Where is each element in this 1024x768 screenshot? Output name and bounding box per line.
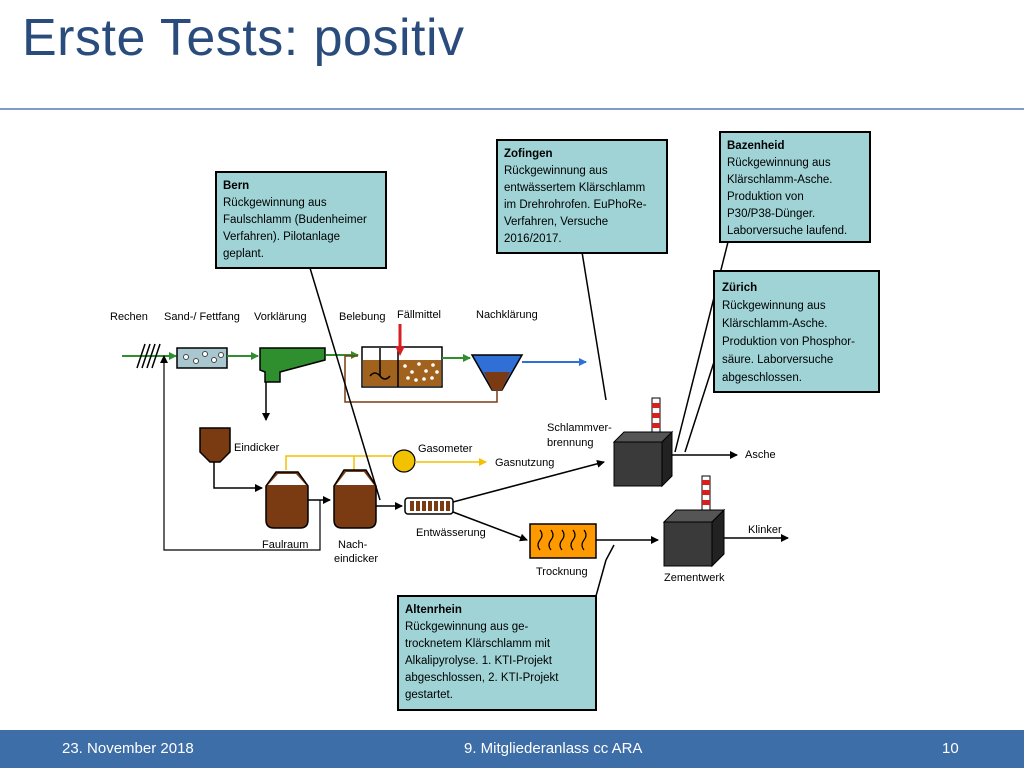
callout-bern: Bern Rückgewinnung aus Faulschlamm (Bude… bbox=[215, 171, 387, 269]
incinerator-icon bbox=[612, 397, 674, 488]
callout-bern-title: Bern bbox=[223, 180, 249, 192]
aeration-tank-icon bbox=[361, 346, 443, 388]
label-schlammverbrennung-2: brennung bbox=[547, 437, 594, 449]
slide-title: Erste Tests: positiv bbox=[22, 9, 465, 67]
label-gasometer: Gasometer bbox=[418, 443, 473, 455]
callout-zuerich-line: säure. Laborversuche bbox=[722, 354, 833, 366]
label-klinker: Klinker bbox=[748, 524, 782, 536]
thickener-icon bbox=[199, 427, 231, 463]
eindicker-to-faulraum bbox=[213, 462, 263, 492]
to-drying bbox=[452, 511, 528, 542]
footer-bar: 23. November 2018 9. Mitgliederanlass cc… bbox=[0, 730, 1024, 768]
callout-zuerich: Zürich Rückgewinnung aus Klärschlamm-Asc… bbox=[713, 270, 880, 393]
callout-altenrhein-title: Altenrhein bbox=[405, 604, 462, 616]
callout-bazenheid-line: P30/P38-Dünger. bbox=[727, 208, 815, 220]
callout-zofingen-line: entwässertem Klärschlamm bbox=[504, 182, 645, 194]
filtrate-return-line bbox=[160, 355, 321, 551]
label-nacheindicker-2: eindicker bbox=[334, 553, 378, 565]
callout-altenrhein-line: abgeschlossen, 2. KTI-Projekt bbox=[405, 672, 559, 684]
screen-rake-icon bbox=[136, 343, 161, 369]
label-eindicker: Eindicker bbox=[234, 442, 280, 454]
pointer-altenrhein bbox=[595, 559, 607, 597]
label-nacheindicker-1: Nach- bbox=[338, 539, 368, 551]
label-schlammverbrennung-1: Schlammver- bbox=[547, 422, 612, 434]
label-nachklaerung: Nachklärung bbox=[476, 309, 538, 321]
secondary-clarifier-icon bbox=[470, 354, 524, 391]
digester-icon bbox=[265, 471, 309, 529]
pointer-altenrhein-2 bbox=[605, 544, 615, 561]
grit-chamber-icon bbox=[176, 347, 228, 369]
return-sludge-line bbox=[344, 355, 498, 403]
dewatering-icon bbox=[404, 497, 454, 515]
callout-zuerich-line: abgeschlossen. bbox=[722, 372, 802, 384]
callout-zofingen: Zofingen Rückgewinnung aus entwässertem … bbox=[496, 139, 668, 254]
footer-page-number: 10 bbox=[942, 740, 959, 757]
process-diagram: Rechen Sand-/ Fettfang Vorklärung Belebu… bbox=[110, 131, 880, 711]
footer-date: 23. November 2018 bbox=[62, 740, 194, 757]
callout-bazenheid: Bazenheid Rückgewinnung aus Klärschlamm-… bbox=[719, 131, 871, 243]
gasometer-icon bbox=[392, 449, 416, 473]
dryer-icon bbox=[529, 523, 597, 559]
label-asche: Asche bbox=[745, 449, 776, 461]
callout-altenrhein-line: gestartet. bbox=[405, 689, 453, 701]
primary-clarifier-icon bbox=[259, 347, 326, 383]
callout-zuerich-line: Klärschlamm-Asche. bbox=[722, 318, 827, 330]
callout-altenrhein: Altenrhein Rückgewinnung aus ge- trockne… bbox=[397, 595, 597, 711]
label-entwaesserung: Entwässerung bbox=[416, 527, 486, 539]
to-incineration bbox=[452, 459, 605, 503]
label-trocknung: Trocknung bbox=[536, 566, 588, 578]
label-rechen: Rechen bbox=[110, 311, 148, 323]
callout-zofingen-line: 2016/2017. bbox=[504, 233, 562, 245]
callout-zofingen-line: im Drehrohrofen. EuPhoRe- bbox=[504, 199, 647, 211]
post-thickener-icon bbox=[333, 469, 377, 529]
callout-zofingen-title: Zofingen bbox=[504, 148, 553, 160]
footer-event: 9. Mitgliederanlass cc ARA bbox=[464, 740, 643, 757]
callout-altenrhein-line: trocknetem Klärschlamm mit bbox=[405, 638, 551, 650]
pointer-zofingen bbox=[581, 251, 607, 401]
callout-zofingen-line: Verfahren, Versuche bbox=[504, 216, 608, 228]
callout-bazenheid-line: Klärschlamm-Asche. bbox=[727, 174, 832, 186]
pointer-zuerich bbox=[684, 361, 715, 453]
label-faellmittel: Fällmittel bbox=[397, 309, 441, 321]
label-faulraum: Faulraum bbox=[262, 539, 308, 551]
callout-altenrhein-line: Rückgewinnung aus ge- bbox=[405, 621, 529, 633]
title-divider bbox=[0, 108, 1024, 110]
gas-line bbox=[285, 455, 388, 470]
callout-bazenheid-line: Produktion von bbox=[727, 191, 804, 203]
callout-zuerich-line: Produktion von Phosphor- bbox=[722, 336, 855, 348]
label-gasnutzung: Gasnutzung bbox=[495, 457, 554, 469]
callout-zuerich-title: Zürich bbox=[722, 282, 757, 294]
label-sandfang: Sand-/ Fettfang bbox=[164, 311, 240, 323]
label-belebung: Belebung bbox=[339, 311, 386, 323]
cement-plant-icon bbox=[662, 475, 726, 568]
callout-bern-line: Rückgewinnung aus bbox=[223, 197, 327, 209]
callout-bazenheid-line: Rückgewinnung aus bbox=[727, 157, 831, 169]
callout-bern-line: Faulschlamm (Budenheimer bbox=[223, 214, 367, 226]
callout-bazenheid-line: Laborversuche laufend. bbox=[727, 225, 847, 237]
callout-bern-line: geplant. bbox=[223, 248, 264, 260]
callout-altenrhein-line: Alkalipyrolyse. 1. KTI-Projekt bbox=[405, 655, 553, 667]
label-vorklaerung: Vorklärung bbox=[254, 311, 307, 323]
callout-zofingen-line: Rückgewinnung aus bbox=[504, 165, 608, 177]
callout-bern-line: Verfahren). Pilotanlage bbox=[223, 231, 340, 243]
pointer-bern bbox=[309, 267, 381, 501]
callout-bazenheid-title: Bazenheid bbox=[727, 140, 785, 152]
label-zementwerk: Zementwerk bbox=[664, 572, 725, 584]
callout-zuerich-line: Rückgewinnung aus bbox=[722, 300, 826, 312]
